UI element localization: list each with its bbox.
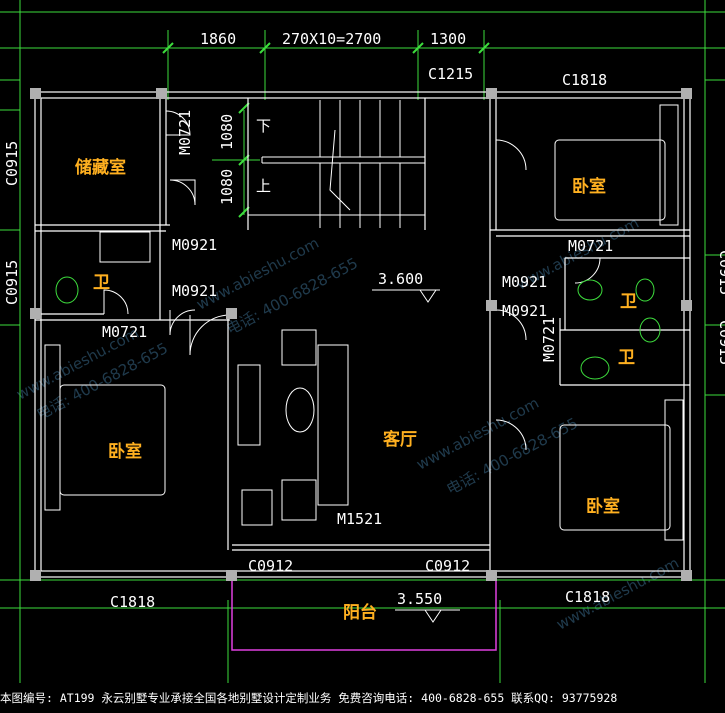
watermark-phone: 电话: 400-6828-655 [223, 254, 360, 338]
door-m0921-b: M0921 [172, 282, 217, 300]
floor-plan: www.abieshu.com 电话: 400-6828-655 www.abi… [0, 0, 725, 683]
window-c1818-bottom-left: C1818 [110, 593, 155, 611]
window-c1215: C1215 [428, 65, 473, 83]
balcony-rail [231, 577, 497, 651]
window-c0912-right: C0912 [425, 557, 470, 575]
room-balcony: 阳台 [343, 602, 377, 623]
balcony-level: 3.550 [397, 590, 442, 608]
window-c0915-left-mid: C0915 [3, 260, 21, 305]
dim-stair-run: 270X10=2700 [282, 30, 381, 48]
furniture [44, 104, 684, 541]
door-swings [103, 110, 601, 451]
room-bath-right-bottom: 卫 [618, 348, 635, 368]
door-m0921-right-b: M0921 [502, 302, 547, 320]
room-bedroom-left: 卧室 [108, 441, 142, 462]
watermark-url: www.abieshu.com [413, 394, 541, 474]
level-markers [372, 289, 460, 623]
columns [30, 88, 692, 581]
dim-stair-lower: 1080 [218, 169, 236, 205]
window-c1818-top: C1818 [562, 71, 607, 89]
room-bath-left: 卫 [93, 273, 110, 293]
room-living: 客厅 [382, 429, 417, 450]
dim-stair-upper: 1080 [218, 114, 236, 150]
room-bedroom-right-bottom: 卧室 [586, 496, 620, 517]
walls [34, 91, 691, 578]
window-c0915-right-mid: C0915 [716, 320, 725, 365]
window-c0912-left: C0912 [248, 557, 293, 575]
window-c0915-left-top: C0915 [3, 141, 21, 186]
dimension-lines [0, 0, 725, 683]
room-bath-right-top: 卫 [620, 292, 637, 312]
door-m1521: M1521 [337, 510, 382, 528]
room-bedroom-right-top: 卧室 [572, 176, 606, 197]
room-storage: 储藏室 [75, 157, 126, 178]
dimension-ticks [162, 42, 490, 218]
window-c0915-right-top: C0915 [716, 250, 725, 295]
door-m0921-right-a: M0921 [502, 273, 547, 291]
door-m0721-storage: M0721 [176, 110, 194, 155]
dim-1860: 1860 [200, 30, 236, 48]
footer-info-bar: 本图编号: AT199 永云别墅专业承接全国各地别墅设计定制业务 免费咨询电话:… [0, 683, 725, 713]
door-m0721-left: M0721 [102, 323, 147, 341]
window-c1818-bottom-right: C1818 [565, 588, 610, 606]
stair-up-label: 上 [256, 177, 271, 195]
door-m0921-a: M0921 [172, 236, 217, 254]
floor-level: 3.600 [378, 270, 423, 288]
stair [248, 100, 425, 228]
door-m0721-right-top: M0721 [568, 237, 613, 255]
door-m0721-right-mid: M0721 [540, 317, 558, 362]
dim-1300: 1300 [430, 30, 466, 48]
stair-down-label: 下 [256, 117, 271, 135]
